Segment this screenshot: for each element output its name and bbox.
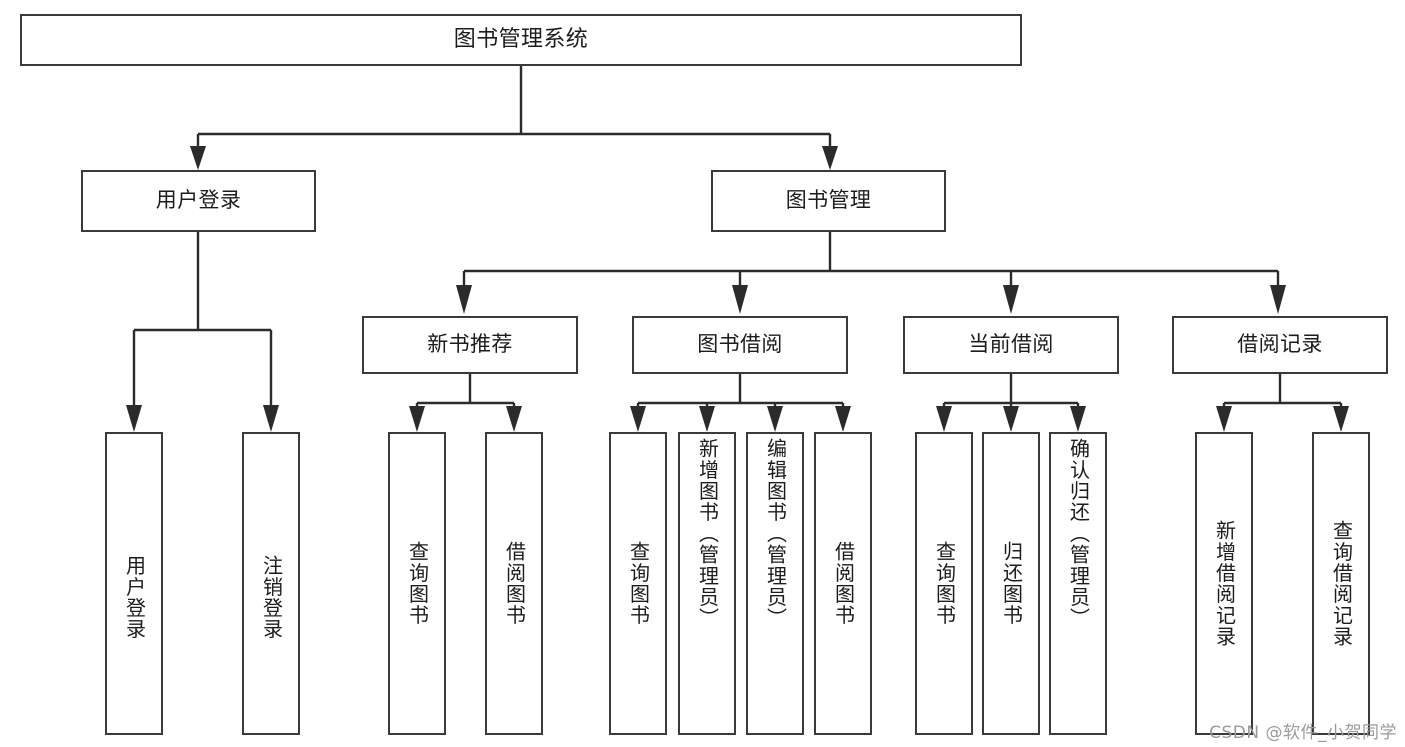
node-label: 查询图书 bbox=[932, 541, 957, 626]
node-book-management[interactable]: 图书管理 bbox=[711, 170, 946, 232]
node-current-borrow[interactable]: 当前借阅 bbox=[903, 316, 1119, 374]
node-label: 新增图书（管理员） bbox=[695, 438, 720, 629]
node-label: 借阅图书 bbox=[502, 541, 527, 626]
node-borrow-record[interactable]: 借阅记录 bbox=[1172, 316, 1388, 374]
arrowhead-new-book bbox=[456, 285, 472, 314]
arrowhead-bb-leaf-3 bbox=[767, 406, 783, 432]
leaf-logout[interactable]: 注销登录 bbox=[242, 432, 300, 735]
node-label: 注销登录 bbox=[259, 555, 284, 640]
arrowhead-nb-leaf-1 bbox=[409, 406, 425, 432]
node-label: 图书管理系统 bbox=[453, 27, 589, 53]
arrowhead-bb-leaf-2 bbox=[699, 406, 715, 432]
arrowhead-br-leaf-1 bbox=[1216, 406, 1232, 432]
node-new-book-recommend[interactable]: 新书推荐 bbox=[362, 316, 578, 374]
node-root-system[interactable]: 图书管理系统 bbox=[20, 14, 1022, 66]
leaf-query-book-recommend[interactable]: 查询图书 bbox=[388, 432, 446, 735]
node-label: 图书借阅 bbox=[697, 332, 783, 357]
node-label: 查询借阅记录 bbox=[1329, 519, 1354, 648]
leaf-query-borrow-record[interactable]: 查询借阅记录 bbox=[1312, 432, 1370, 735]
arrowhead-br-leaf-2 bbox=[1333, 406, 1349, 432]
leaf-add-borrow-record[interactable]: 新增借阅记录 bbox=[1195, 432, 1253, 735]
leaf-borrow-book-recommend[interactable]: 借阅图书 bbox=[485, 432, 543, 735]
arrowhead-nb-leaf-2 bbox=[506, 406, 522, 432]
node-label: 查询图书 bbox=[405, 541, 430, 626]
arrowhead-book-manage bbox=[822, 146, 838, 170]
arrowhead-book-borrow bbox=[732, 285, 748, 314]
node-label: 图书管理 bbox=[785, 188, 872, 213]
node-user-login[interactable]: 用户登录 bbox=[81, 170, 316, 232]
arrowhead-borrow-record bbox=[1270, 285, 1286, 314]
arrowhead-leaf-user-login bbox=[126, 405, 142, 432]
node-label: 归还图书 bbox=[999, 541, 1024, 626]
leaf-user-login[interactable]: 用户登录 bbox=[105, 432, 163, 735]
node-label: 当前借阅 bbox=[968, 332, 1054, 357]
node-label: 用户登录 bbox=[155, 188, 242, 213]
node-label: 确认归还（管理员） bbox=[1066, 438, 1091, 629]
leaf-query-book-current[interactable]: 查询图书 bbox=[915, 432, 973, 735]
arrowhead-cb-leaf-3 bbox=[1070, 406, 1086, 432]
arrowhead-cb-leaf-1 bbox=[936, 406, 952, 432]
node-label: 借阅记录 bbox=[1237, 332, 1323, 357]
node-book-borrow[interactable]: 图书借阅 bbox=[632, 316, 848, 374]
leaf-confirm-return-admin[interactable]: 确认归还（管理员） bbox=[1049, 432, 1107, 735]
node-label: 查询图书 bbox=[626, 541, 651, 626]
arrowhead-leaf-logout bbox=[263, 405, 279, 432]
leaf-edit-book-admin[interactable]: 编辑图书（管理员） bbox=[746, 432, 804, 735]
arrowhead-current-borrow bbox=[1003, 285, 1019, 314]
leaf-query-book-borrow[interactable]: 查询图书 bbox=[609, 432, 667, 735]
arrowhead-user-login bbox=[190, 146, 206, 170]
node-label: 编辑图书（管理员） bbox=[763, 438, 788, 629]
leaf-return-book[interactable]: 归还图书 bbox=[982, 432, 1040, 735]
arrowhead-bb-leaf-4 bbox=[835, 406, 851, 432]
leaf-add-book-admin[interactable]: 新增图书（管理员） bbox=[678, 432, 736, 735]
node-label: 新增借阅记录 bbox=[1212, 519, 1237, 648]
node-label: 借阅图书 bbox=[831, 541, 856, 626]
leaf-borrow-book[interactable]: 借阅图书 bbox=[814, 432, 872, 735]
arrowhead-cb-leaf-2 bbox=[1003, 406, 1019, 432]
node-label: 新书推荐 bbox=[427, 332, 513, 357]
arrowhead-bb-leaf-1 bbox=[630, 406, 646, 432]
watermark-text: CSDN @软件_小贺同学 bbox=[1209, 723, 1397, 743]
node-label: 用户登录 bbox=[122, 555, 147, 640]
